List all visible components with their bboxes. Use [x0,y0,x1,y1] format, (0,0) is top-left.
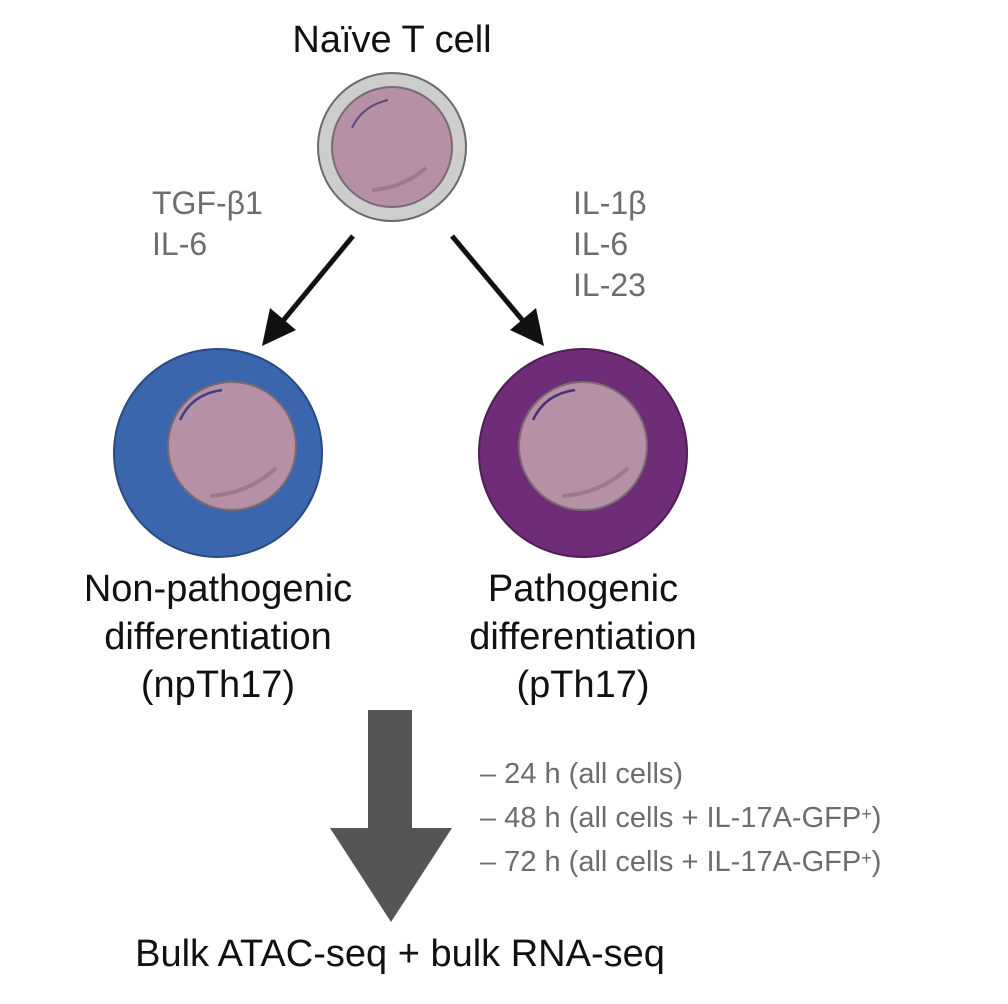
cytokine-label: IL-23 [573,267,646,303]
npth17-label-line: Non-pathogenic [83,568,353,610]
big-down-arrow [330,710,452,922]
arrow-to-pth17 [450,234,544,346]
npth17-cell [113,348,323,558]
cytokine-label: IL-1β [573,185,647,221]
npth17-label-line: differentiation [104,616,332,658]
pth17-label-line: Pathogenic [487,568,679,610]
naive-t-cell [317,72,467,222]
left-cytokine-list: TGF-β1 IL-6 [152,183,263,265]
arrow-to-npth17 [262,234,355,346]
pth17-label-line: differentiation [469,616,697,658]
timepoint-item: – 72 h (all cells + IL-17A-GFP+) [480,846,882,878]
cytokine-label: TGF-β1 [152,185,263,221]
cytokine-label: IL-6 [152,226,208,262]
timepoint-item: – 24 h (all cells) [480,758,684,790]
npth17-label: Non-pathogenic differentiation (npTh17) [18,565,418,709]
pth17-label-line: (pTh17) [516,664,650,706]
pth17-label: Pathogenic differentiation (pTh17) [413,565,753,709]
cytokine-label: IL-6 [573,226,629,262]
npth17-label-line: (npTh17) [140,664,296,706]
right-cytokine-list: IL-1β IL-6 IL-23 [573,183,647,306]
bottom-method-label: Bulk ATAC-seq + bulk RNA-seq [135,933,665,975]
pth17-cell [478,348,688,558]
timepoint-list: – 24 h (all cells) – 48 h (all cells + I… [480,752,881,884]
timepoint-item: – 48 h (all cells + IL-17A-GFP+) [480,802,882,834]
naive-t-cell-title: Naïve T cell [292,19,492,61]
